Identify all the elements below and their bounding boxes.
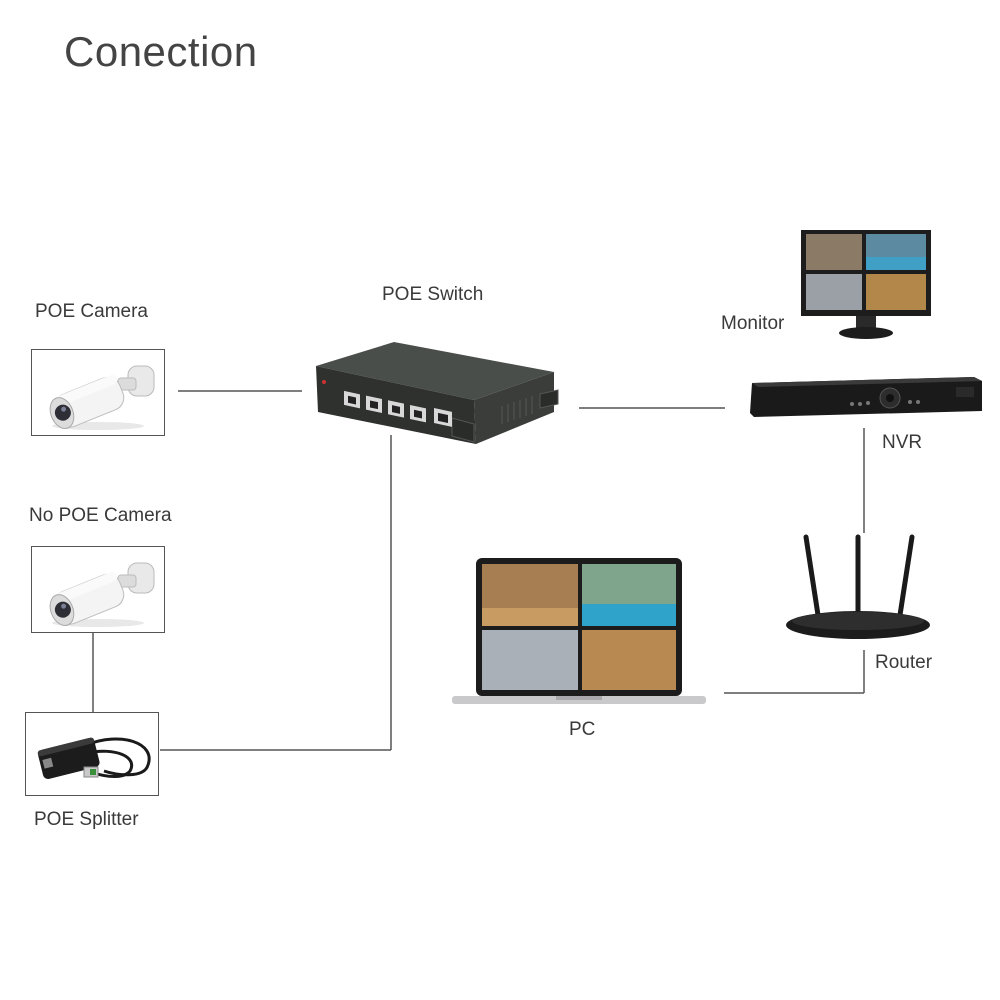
laptop-icon: [452, 558, 706, 704]
poe-camera-box: [31, 349, 165, 436]
monitor-label: Monitor: [721, 313, 785, 334]
nvr-icon: [750, 377, 982, 417]
router-icon: [786, 534, 930, 639]
poe-switch-label: POE Switch: [382, 284, 484, 305]
monitor-icon: [801, 230, 931, 339]
diagram-title: Conection: [64, 28, 258, 75]
bullet-camera-icon: [49, 365, 155, 430]
no-poe-camera-label: No POE Camera: [29, 505, 172, 526]
poe-camera-label: POE Camera: [35, 301, 148, 322]
bullet-camera-icon: [49, 562, 155, 627]
pc-label: PC: [569, 719, 596, 740]
router-label: Router: [875, 652, 933, 673]
no-poe-camera-box: [31, 546, 165, 633]
poe-splitter-box: [25, 712, 159, 796]
poe-switch-icon: [316, 342, 559, 444]
poe-splitter-icon: [37, 737, 151, 780]
nvr-label: NVR: [882, 432, 923, 453]
poe-splitter-label: POE Splitter: [34, 809, 139, 830]
